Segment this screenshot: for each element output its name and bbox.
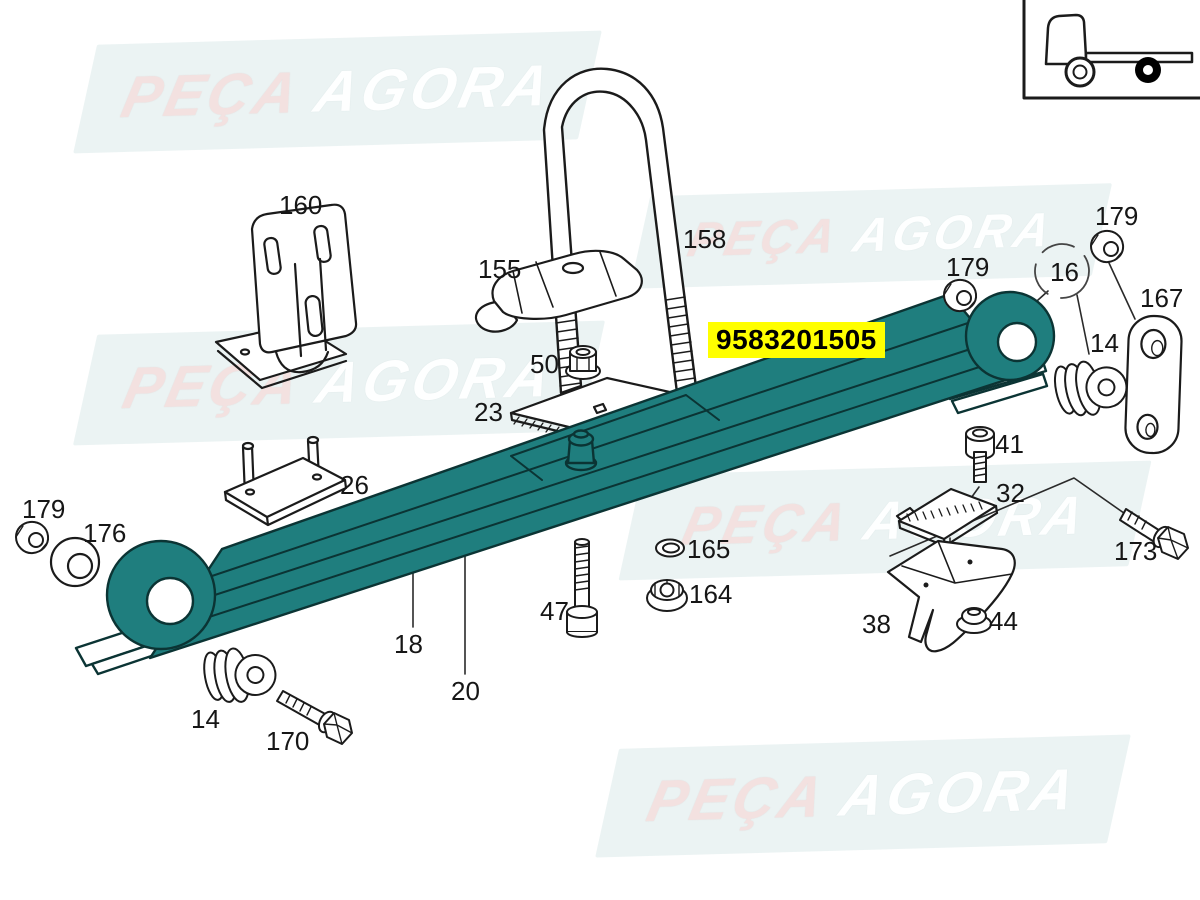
part-label-179-mid: 179 — [946, 252, 990, 282]
part-label-47: 47 — [540, 596, 569, 626]
part-label-23: 23 — [474, 397, 503, 427]
highlighted-part-number: 9583201505 — [708, 322, 885, 358]
part-label-179-top-right: 179 — [1095, 201, 1139, 231]
part-label-170: 170 — [266, 726, 310, 756]
nut-50 — [565, 345, 601, 380]
part-label-50: 50 — [530, 349, 559, 379]
part-label-44: 44 — [989, 606, 1018, 636]
ring-176 — [49, 536, 101, 588]
front-wheel-icon — [1064, 56, 1096, 88]
part-label-176: 176 — [83, 518, 127, 548]
leaf-spring-9583201505 — [74, 290, 1056, 676]
part-label-14-right: 14 — [1090, 328, 1119, 358]
bushing-14-left — [199, 640, 281, 709]
nut-179-left — [15, 520, 50, 555]
part-label-167: 167 — [1140, 283, 1184, 313]
washer-165 — [655, 538, 685, 558]
truck-icon — [1022, 0, 1200, 100]
bolt-170 — [276, 690, 353, 745]
nut-44 — [956, 607, 992, 634]
bolt-173 — [1119, 508, 1189, 560]
bracket-160 — [214, 203, 358, 390]
nut-179-mid — [943, 278, 978, 313]
part-label-165: 165 — [687, 534, 731, 564]
nut-164 — [646, 579, 688, 612]
part-label-164: 164 — [689, 579, 733, 609]
callout-circle-16 — [1034, 243, 1090, 299]
plate-26 — [223, 435, 348, 527]
part-label-26: 26 — [340, 470, 369, 500]
shackle-167 — [1124, 314, 1183, 455]
part-label-158: 158 — [683, 224, 727, 254]
part-label-14-left: 14 — [191, 704, 220, 734]
part-label-160: 160 — [279, 190, 323, 220]
part-label-38: 38 — [862, 609, 891, 639]
part-label-155: 155 — [478, 254, 522, 284]
part-label-32: 32 — [996, 478, 1025, 508]
part-label-20: 20 — [451, 676, 480, 706]
part-label-173: 173 — [1114, 536, 1158, 566]
saddle-155 — [475, 249, 643, 333]
part-label-179-left: 179 — [22, 494, 66, 524]
part-label-18: 18 — [394, 629, 423, 659]
part-label-16: 16 — [1050, 257, 1079, 287]
bushing-14-right — [1050, 352, 1133, 423]
bolt-41 — [965, 426, 995, 483]
part-label-41: 41 — [995, 429, 1024, 459]
bolt-47 — [566, 538, 598, 638]
nut-179-top-right — [1090, 229, 1125, 264]
